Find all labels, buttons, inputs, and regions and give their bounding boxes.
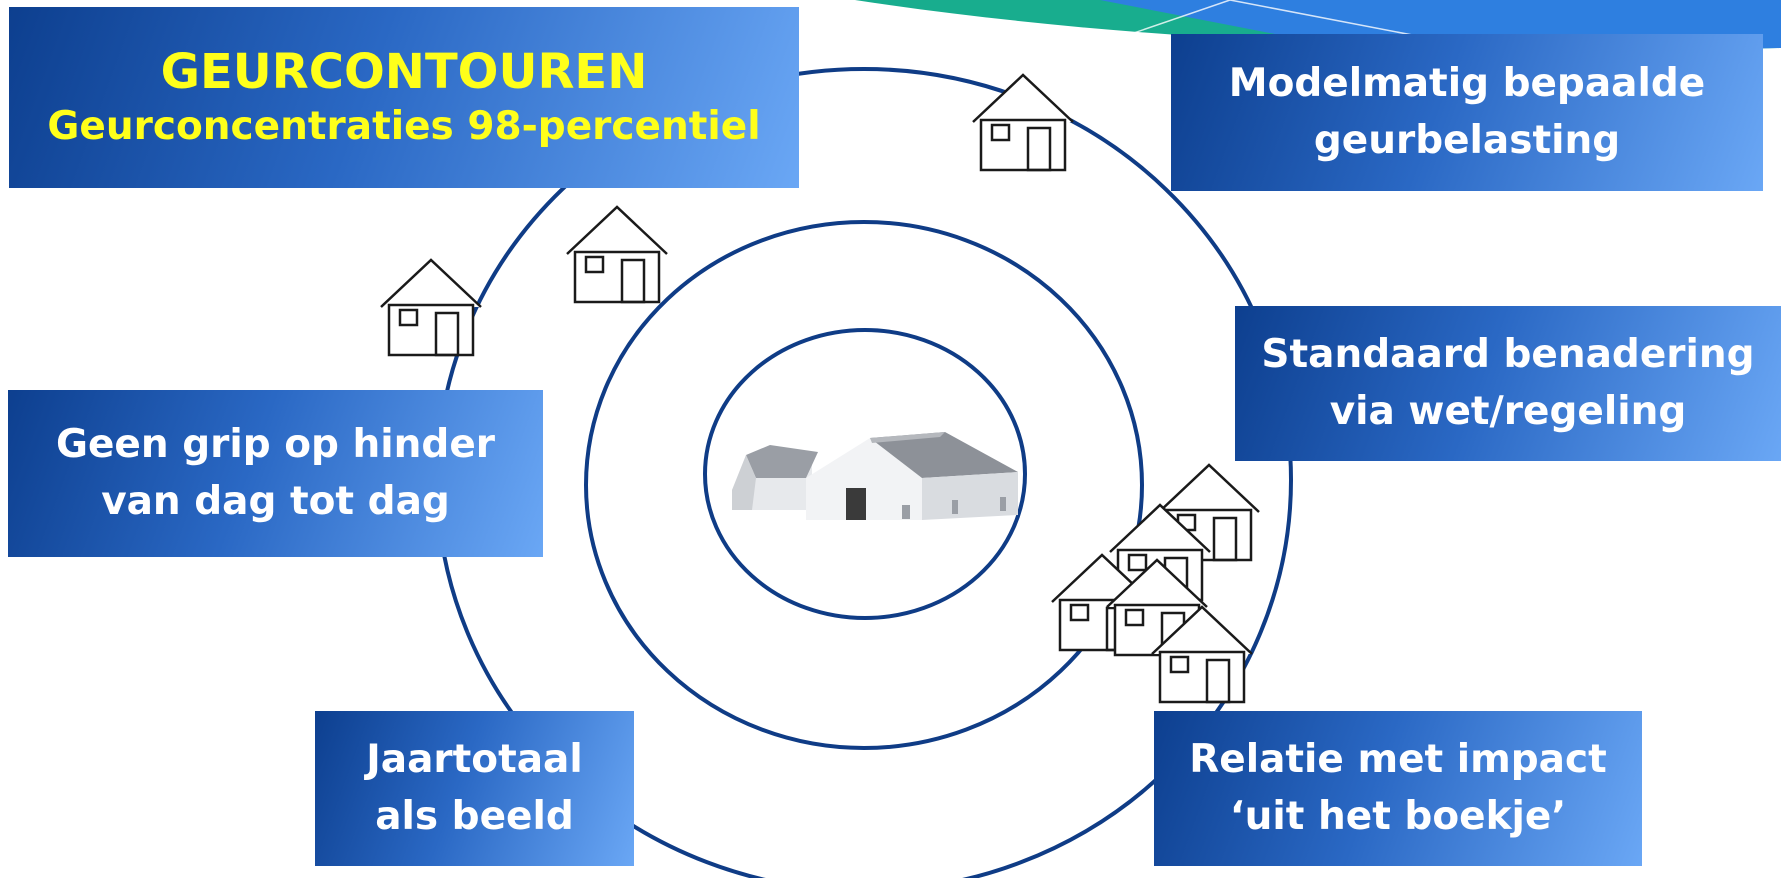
box-jaartotaal-line-1: Jaartotaal [366,736,583,782]
houses-group [380,73,1260,704]
house-icon [1109,503,1211,602]
house-icon [566,205,668,304]
box-geen-grip-line-1: Geen grip op hinder [55,421,496,467]
middle-contour-ring [584,220,1144,750]
box-standaard-line-1: Standaard benadering [1261,331,1755,377]
house-icon [380,258,482,357]
title-subheading: Geurconcentraties 98-percentiel [47,104,761,150]
box-modelmatig-line-2: geurbelasting [1313,117,1621,163]
house-icon [1151,605,1253,704]
box-modelmatig-line-1: Modelmatig bepaalde [1228,60,1706,106]
box-geen-grip-line-2: van dag tot dag [101,478,450,524]
inner-contour-ring [703,328,1027,620]
box-standaard-line-2: via wet/regeling [1329,388,1687,434]
house-icon [972,73,1074,172]
box-relatie-line-2: ‘uit het boekje’ [1229,793,1567,839]
title-heading: GEURCONTOUREN [160,44,648,101]
box-geen-grip: Geen grip op hinder van dag tot dag [8,390,543,557]
farm-barn-icon [732,432,1018,520]
box-standaard: Standaard benadering via wet/regeling [1235,306,1781,461]
title-banner: GEURCONTOUREN Geurconcentraties 98-perce… [9,7,799,188]
box-jaartotaal: Jaartotaal als beeld [315,711,634,866]
box-relatie-line-1: Relatie met impact [1189,736,1607,782]
box-jaartotaal-line-2: als beeld [375,793,574,839]
box-modelmatig: Modelmatig bepaalde geurbelasting [1171,34,1763,191]
box-relatie: Relatie met impact ‘uit het boekje’ [1154,711,1642,866]
